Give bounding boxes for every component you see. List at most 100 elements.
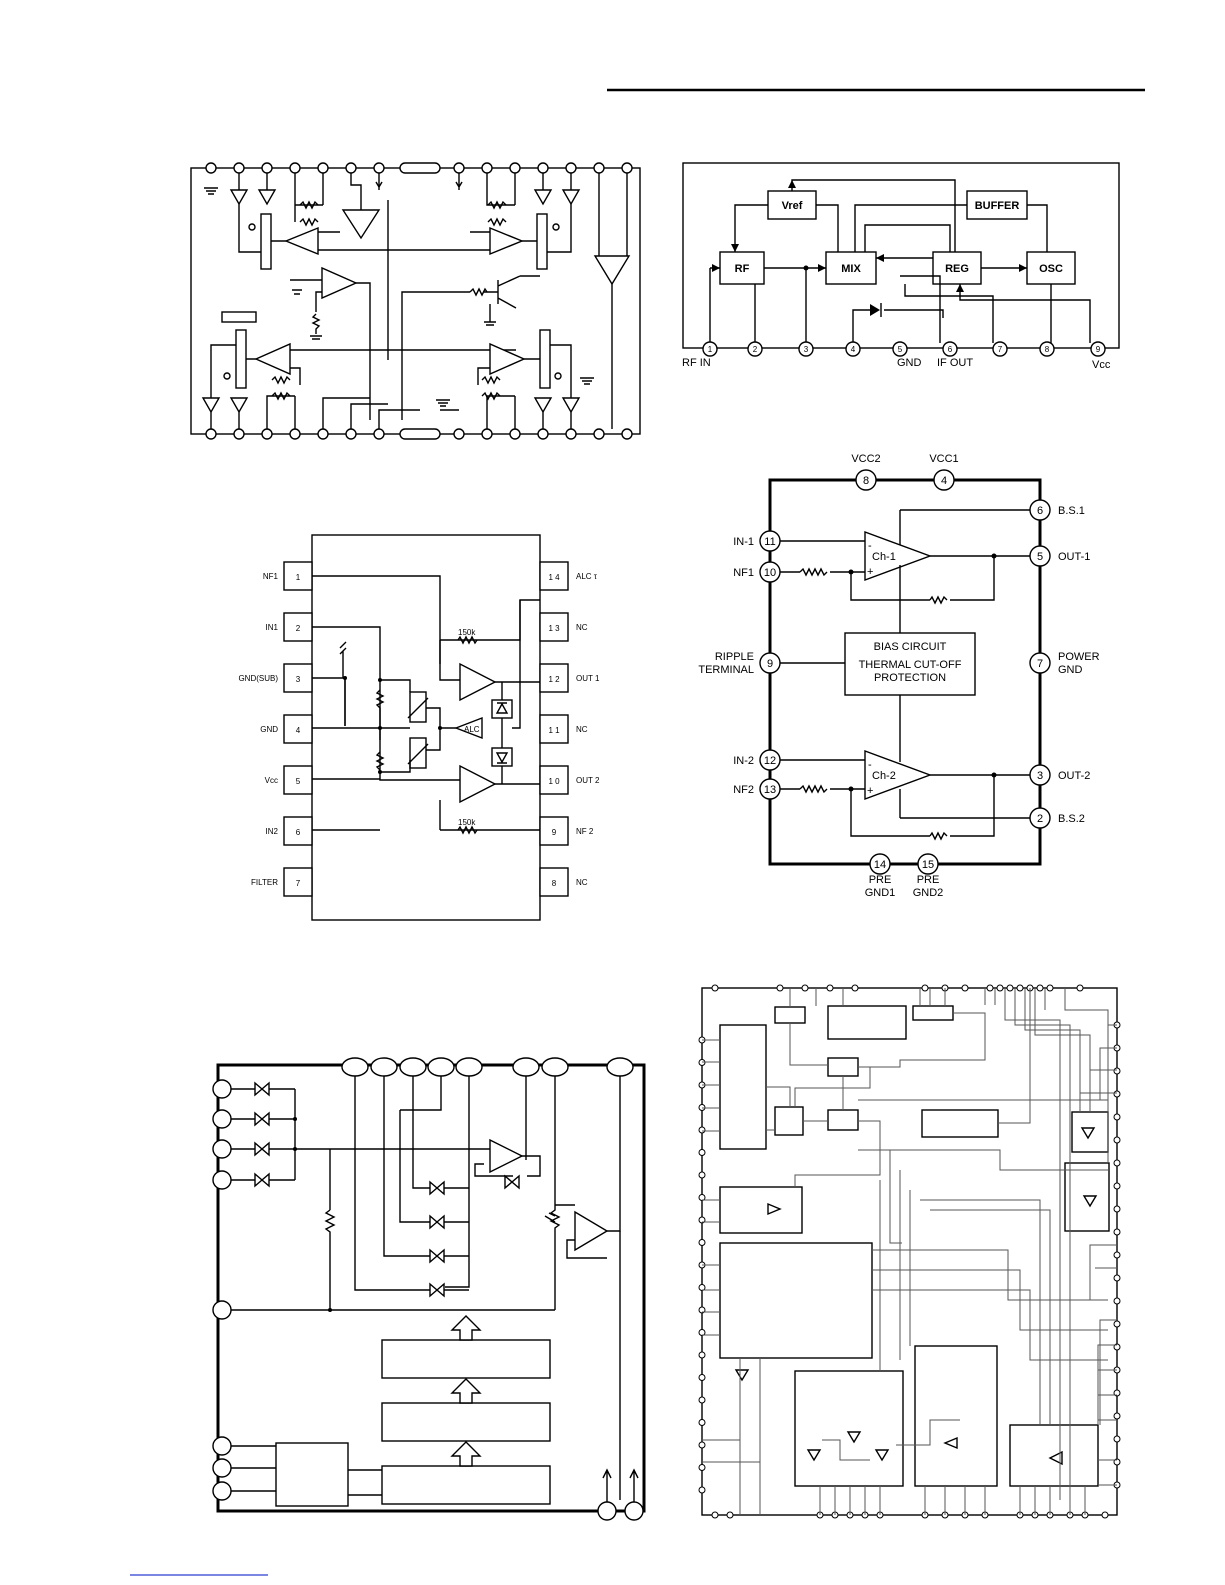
svg-text:VCC2: VCC2 — [851, 453, 880, 465]
svg-text:B.S.1: B.S.1 — [1058, 505, 1085, 517]
d3-right-pin-4 — [539, 714, 569, 744]
svg-text:GND: GND — [1058, 664, 1083, 676]
d2-pins: 1 2 3 4 5 6 7 8 9 — [702, 341, 1106, 357]
d4-bias-line-3: PROTECTION — [874, 672, 946, 684]
d5-top-pins — [341, 1057, 634, 1077]
d6-internal-blocks — [719, 1005, 1110, 1487]
d3-internal-circuitry: ALC 150k 150k — [312, 575, 540, 835]
d3-right-pin-num: 1 2 — [548, 675, 560, 684]
svg-text:VCC1: VCC1 — [929, 453, 958, 465]
d3-left-pin-label: Vcc — [265, 776, 278, 785]
d3-left-pin-label: NF1 — [263, 572, 279, 581]
svg-text:13: 13 — [764, 784, 776, 796]
d3-left-pin-1 — [283, 561, 313, 591]
d3-left-pin-label: IN1 — [266, 623, 279, 632]
svg-text:IN-1: IN-1 — [733, 536, 754, 548]
d3-left-pin-4 — [283, 714, 313, 744]
svg-text:5: 5 — [898, 345, 903, 354]
d3-alc-label: ALC — [464, 725, 480, 734]
svg-text:2: 2 — [1037, 813, 1043, 825]
svg-text:3: 3 — [1037, 770, 1043, 782]
d3-left-pin-num: 6 — [296, 828, 301, 837]
svg-text:RIPPLE: RIPPLE — [715, 651, 754, 663]
svg-text:9: 9 — [1096, 345, 1101, 354]
d3-res-bottom-label: 150k — [458, 818, 476, 827]
d3-left-pin-label: GND(SUB) — [238, 674, 278, 683]
d5-left-pins — [212, 1079, 232, 1501]
d4-right-pin-3: 3 OUT-2 — [1029, 764, 1090, 786]
svg-text:OUT-2: OUT-2 — [1058, 770, 1090, 782]
svg-text:15: 15 — [922, 859, 934, 871]
d3-res-top-label: 150k — [458, 628, 476, 637]
d3-left-pin-5 — [283, 765, 313, 795]
d3-left-pin-num: 7 — [296, 879, 301, 888]
svg-text:14: 14 — [874, 859, 886, 871]
d3-left-pin-label: GND — [260, 725, 278, 734]
d3-right-pin-label: NC — [576, 878, 588, 887]
d5-bottom-pins — [597, 1501, 644, 1521]
d3-right-pin-label: NC — [576, 725, 588, 734]
d3-left-pin-6 — [283, 816, 313, 846]
svg-text:1: 1 — [708, 345, 713, 354]
svg-text:7: 7 — [1037, 658, 1043, 670]
svg-text:GND2: GND2 — [913, 887, 944, 899]
d2-wiring — [709, 179, 1091, 343]
d3-right-pin-label: NC — [576, 623, 588, 632]
d3-right-pin-label: NF 2 — [576, 827, 594, 836]
d3-left-pin-label: IN2 — [266, 827, 279, 836]
d3-right-pin-num: 1 4 — [548, 573, 560, 582]
svg-text:-: - — [868, 759, 872, 771]
d3-right-pin-7 — [539, 867, 569, 897]
d3-right-pin-2 — [539, 612, 569, 642]
d2-reg-label: REG — [945, 263, 969, 275]
svg-text:6: 6 — [1037, 505, 1043, 517]
diagram-6-large-ic — [698, 984, 1121, 1519]
svg-text:NF1: NF1 — [733, 567, 754, 579]
d4-left-pin-13: 13 NF2 — [733, 778, 781, 800]
d4-amp-ch1-label: Ch-1 — [872, 551, 896, 563]
d2-pin-label-vcc: Vcc — [1092, 359, 1111, 371]
svg-text:3: 3 — [804, 345, 809, 354]
d6-pins — [698, 984, 1121, 1519]
d1-internal-circuitry — [201, 173, 631, 429]
d1-bottom-pins — [205, 428, 633, 440]
svg-text:10: 10 — [764, 567, 776, 579]
d3-right-pin-5 — [539, 765, 569, 795]
d4-wiring — [779, 509, 1034, 841]
svg-text:NF2: NF2 — [733, 784, 754, 796]
d5-internal-circuitry — [231, 1076, 639, 1507]
d2-vref-label: Vref — [782, 200, 803, 212]
svg-text:+: + — [867, 566, 873, 578]
d2-mix-label: MIX — [841, 263, 861, 275]
d3-left-pin-num: 2 — [296, 624, 301, 633]
svg-text:PRE: PRE — [917, 874, 940, 886]
d4-left-pin-10: 10 NF1 — [733, 561, 781, 583]
d4-bias-line-1: BIAS CIRCUIT — [874, 641, 947, 653]
d2-buffer-label: BUFFER — [975, 200, 1020, 212]
d3-right-pin-num: 8 — [552, 879, 557, 888]
diagram-4-dual-power-amp: Ch-1 Ch-2 -+ -+ BIAS CIRCUIT THERMAL CUT… — [698, 453, 1099, 899]
svg-text:PRE: PRE — [869, 874, 892, 886]
svg-text:9: 9 — [767, 658, 773, 670]
d3-left-pin-3 — [283, 663, 313, 693]
d4-amp-ch2 — [864, 749, 933, 801]
svg-text:5: 5 — [1037, 551, 1043, 563]
d4-amp-ch1 — [864, 530, 933, 582]
svg-text:GND1: GND1 — [865, 887, 896, 899]
svg-text:4: 4 — [851, 345, 856, 354]
d3-right-pin-label: OUT 2 — [576, 776, 600, 785]
d4-bias-circuit-box — [844, 632, 976, 696]
d2-osc-label: OSC — [1039, 263, 1063, 275]
svg-text:12: 12 — [764, 755, 776, 767]
d1-top-pins — [205, 162, 633, 174]
svg-text:6: 6 — [948, 345, 953, 354]
